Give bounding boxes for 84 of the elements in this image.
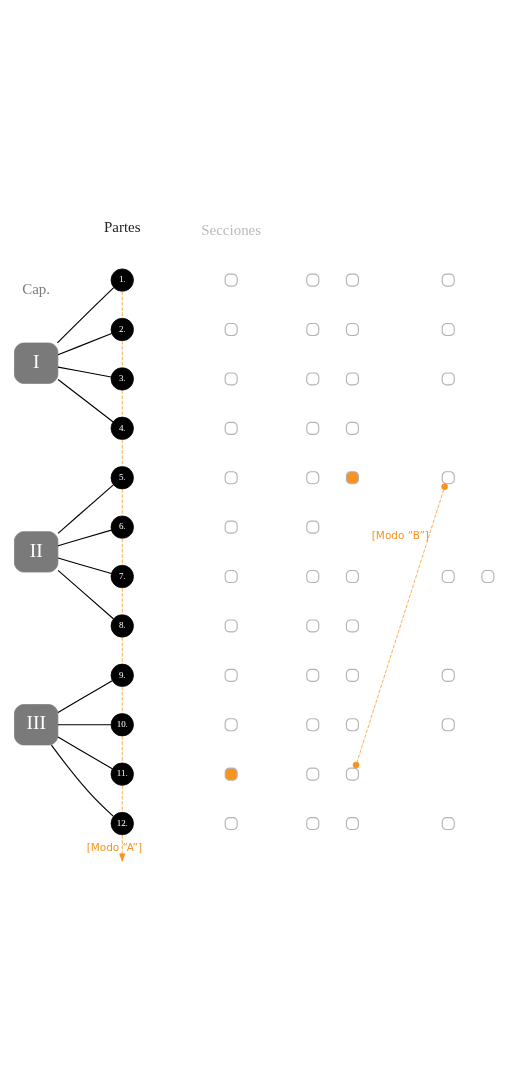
node-box <box>441 371 455 385</box>
node-circle: 9. <box>110 663 134 687</box>
connector <box>57 723 112 725</box>
connector <box>57 736 113 769</box>
node-box: I <box>14 342 59 384</box>
connector <box>352 482 448 768</box>
node-box <box>345 569 359 583</box>
node-circle: 2. <box>110 317 134 341</box>
connector <box>57 378 114 422</box>
node-circle: 8. <box>110 613 134 638</box>
node-circle: 5. <box>110 465 134 489</box>
node-box <box>306 816 320 830</box>
node-box <box>345 816 359 830</box>
node-box <box>306 322 320 336</box>
node-box <box>441 717 455 731</box>
label: Partes <box>103 218 141 235</box>
node-box: III <box>14 703 59 745</box>
node-box <box>306 569 320 583</box>
node-box <box>345 470 359 484</box>
node-box <box>441 470 455 484</box>
connector <box>57 679 113 713</box>
node-box <box>306 618 320 632</box>
connector <box>56 286 115 343</box>
connector <box>121 339 123 368</box>
node-box <box>224 717 238 731</box>
node-box <box>481 569 495 583</box>
edge-label: [Modo “A”] <box>86 840 143 853</box>
node-box <box>345 421 359 435</box>
node-box <box>306 668 320 682</box>
node-box: II <box>14 530 59 572</box>
node-box <box>441 322 455 336</box>
node-box <box>306 371 320 385</box>
connector <box>121 488 123 516</box>
node-box <box>224 421 238 435</box>
connector <box>121 636 123 664</box>
node-box <box>224 470 238 484</box>
node-circle: 4. <box>110 416 134 440</box>
node-box <box>345 371 359 385</box>
node-box <box>441 816 455 830</box>
node-box <box>306 470 320 484</box>
node-box <box>224 520 238 534</box>
node-box <box>306 273 320 287</box>
node-box <box>224 668 238 682</box>
node-box <box>441 668 455 682</box>
node-box <box>224 618 238 632</box>
node-box <box>224 273 238 287</box>
arrow <box>119 834 126 862</box>
node-box <box>345 618 359 632</box>
node-box <box>306 717 320 731</box>
connector <box>57 332 113 355</box>
node-circle: 12. <box>110 811 134 835</box>
node-circle: 11. <box>110 762 134 786</box>
connector <box>57 529 112 546</box>
node-box <box>441 569 455 583</box>
node-box <box>306 421 320 435</box>
node-circle: 7. <box>110 564 134 588</box>
connector <box>57 556 112 574</box>
label: Secciones <box>201 221 262 238</box>
node-box <box>224 569 238 583</box>
label: Cap. <box>22 280 51 297</box>
node-box <box>306 767 320 781</box>
connector <box>121 389 123 417</box>
connector <box>121 586 123 615</box>
node-box <box>224 767 238 781</box>
node-box <box>224 816 238 830</box>
node-box <box>345 717 359 731</box>
edge-label: [Modo “B”] <box>371 528 429 541</box>
node-box <box>441 273 455 287</box>
node-circle: 3. <box>110 366 134 391</box>
node-circle: 10. <box>110 712 134 736</box>
node-circle: 1. <box>110 268 134 292</box>
node-box <box>345 273 359 287</box>
connector <box>57 366 112 378</box>
node-box <box>306 520 320 534</box>
connector <box>57 483 114 534</box>
node-box <box>345 668 359 682</box>
node-circle: 6. <box>110 515 134 539</box>
node-box <box>345 767 359 781</box>
node-box <box>345 322 359 336</box>
connector <box>121 735 123 763</box>
node-box <box>224 322 238 336</box>
connector <box>57 569 114 619</box>
node-box <box>224 371 238 385</box>
connector <box>50 744 114 817</box>
